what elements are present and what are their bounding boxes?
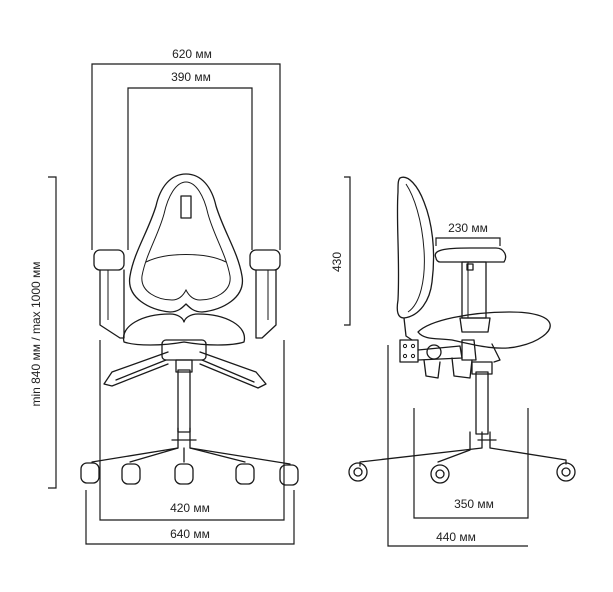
front-left-armrest [93,249,125,339]
front-casters [80,462,299,486]
front-mechanism [103,339,267,389]
front-seat [122,313,246,346]
dim-front-base-width: 640 мм [170,527,210,541]
side-dimension-lines [344,176,529,547]
dim-side-armrest-depth: 230 мм [448,221,488,235]
dim-side-back-height: 430 [330,252,344,272]
front-backrest [129,173,243,313]
side-view-chair [348,176,576,484]
front-base [91,427,291,465]
front-gas-lift [175,359,193,433]
dim-front-seat-width: 420 мм [170,501,210,515]
front-view-chair [80,173,299,486]
dim-front-height-range: min 840 мм / max 1000 мм [29,261,43,406]
front-dimension-lines [48,63,295,545]
dim-side-base-depth: 440 мм [436,530,476,544]
dim-front-back-width: 390 мм [171,70,211,84]
side-armrest [434,247,507,333]
side-base [359,431,567,467]
side-backrest [396,176,435,341]
dim-front-armrest-width: 620 мм [172,47,212,61]
side-mechanism [399,339,501,379]
side-seat [417,311,551,349]
dim-side-seat-depth: 350 мм [454,497,494,511]
side-casters [348,462,576,484]
front-right-armrest [249,249,281,339]
side-gas-lift [471,361,493,435]
